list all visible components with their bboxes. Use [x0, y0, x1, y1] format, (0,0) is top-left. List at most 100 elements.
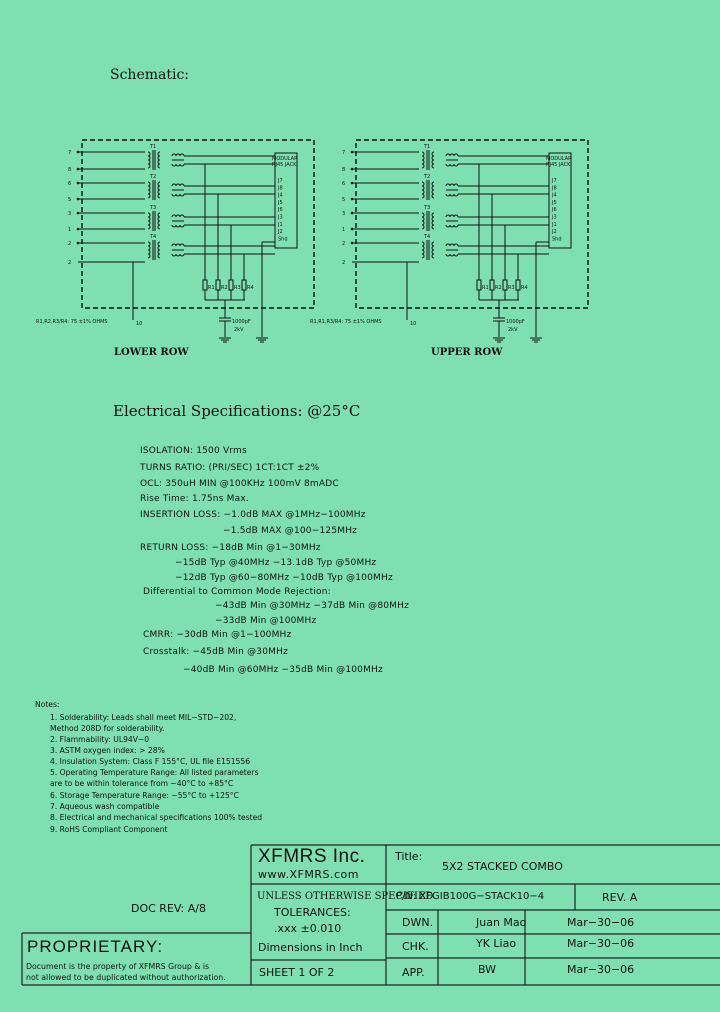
- checked-name: YK Liao: [476, 937, 517, 950]
- checked-role: CHK.: [402, 940, 429, 953]
- transformer-coil: [157, 151, 161, 157]
- transformer-coil: [431, 193, 435, 199]
- spec-line: −15dB Typ @40MHz −13.1dB Typ @50MHz: [175, 558, 377, 568]
- choke-coil: [449, 193, 455, 197]
- transformer-coil: [157, 159, 161, 165]
- jack-pin-label: J1: [277, 222, 283, 228]
- checked-date: Mar−30−06: [567, 937, 635, 950]
- jack-pin-label: J1: [551, 222, 557, 228]
- jack-pin-label: J3: [277, 215, 283, 221]
- spec-line: INSERTION LOSS: −1.0dB MAX @1MHz−100MHz: [140, 510, 366, 520]
- transformer-coil: [421, 249, 425, 255]
- choke-coil: [453, 153, 459, 157]
- resistor: [489, 279, 495, 291]
- transformer-coil: [421, 151, 425, 157]
- jack-pin-label: J5: [551, 200, 557, 206]
- pin-number: 7: [342, 150, 345, 156]
- jack-pin-label: J2: [277, 229, 283, 235]
- note-item: 7. Aqueous wash compatible: [50, 802, 160, 811]
- pin-number: 7: [68, 150, 71, 156]
- approved-name: BW: [478, 963, 497, 976]
- transformer-coil: [147, 193, 151, 199]
- proprietary-line-1: Document is the property of XFMRS Group …: [26, 962, 210, 971]
- note-item: 9. RoHS Compliant Component: [50, 825, 168, 834]
- proprietary-line-2: not allowed to be duplicated without aut…: [26, 973, 226, 982]
- transformer-coil: [147, 185, 151, 191]
- transformer-coil: [147, 224, 151, 230]
- transformer-coil: [157, 212, 161, 218]
- transformer-coil: [147, 159, 151, 165]
- pin-ten-label: 10: [410, 321, 416, 327]
- resistor-label: R3: [508, 285, 515, 291]
- pin-number: 2: [68, 241, 71, 247]
- transformer-coil: [431, 212, 435, 218]
- choke-coil: [453, 163, 459, 167]
- choke-coil: [171, 193, 177, 197]
- jack-pin-label: J8: [551, 185, 557, 191]
- choke-coil: [179, 253, 185, 257]
- transformer-coil: [147, 253, 151, 259]
- transformer-coil: [421, 155, 425, 161]
- jack-title: RJ45 JACK: [546, 162, 571, 168]
- resistor: [515, 279, 521, 291]
- capacitor-label: 2kV: [234, 327, 244, 333]
- resistor-label: R1: [208, 285, 215, 291]
- spec-line: −40dB Min @60MHz −35dB Min @100MHz: [183, 665, 383, 675]
- transformer-coil: [421, 245, 425, 251]
- note-item: Method 208D for solderability.: [50, 724, 165, 733]
- choke-coil: [171, 224, 177, 228]
- resistor-label: R4: [247, 285, 254, 291]
- approved-date: Mar−30−06: [567, 963, 635, 976]
- jack-title: MODULAR: [272, 156, 298, 162]
- choke-coil: [453, 214, 459, 218]
- choke-coil: [175, 224, 181, 228]
- capacitor-label: 1000pF: [506, 319, 525, 325]
- schematic-outline: [355, 139, 589, 309]
- approved-role: APP.: [402, 966, 425, 979]
- choke-coil: [179, 224, 185, 228]
- spec-line: TURNS RATIO: (PRI/SEC) 1CT:1CT ±2%: [140, 463, 320, 473]
- transformer-coil: [147, 249, 151, 255]
- jack-pin-label: J7: [277, 178, 283, 184]
- choke-coil: [171, 253, 177, 257]
- transformer-coil: [431, 216, 435, 222]
- transformer-coil: [157, 241, 161, 247]
- resistor-note: R1,R1,R3/R4: 75 ±1% OHMS: [310, 319, 382, 325]
- transformer-label: T4: [423, 234, 430, 240]
- transformer-coil: [431, 163, 435, 169]
- choke-coil: [175, 163, 181, 167]
- jack-title: RJ45 JACK: [272, 162, 297, 168]
- transformer-coil: [431, 224, 435, 230]
- drawn-role: DWN.: [402, 916, 434, 929]
- choke-coil: [445, 153, 451, 157]
- transformer-coil: [157, 163, 161, 169]
- transformer-coil: [431, 189, 435, 195]
- note-item: 5. Operating Temperature Range: All list…: [50, 768, 259, 777]
- transformer-coil: [157, 249, 161, 255]
- resistor-note: R1,R2,R3/R4: 75 ±1% OHMS: [36, 319, 108, 325]
- transformer-coil: [147, 212, 151, 218]
- proprietary-heading: PROPRIETARY:: [27, 937, 164, 956]
- transformer-label: T2: [149, 174, 156, 180]
- resistor-label: R2: [221, 285, 228, 291]
- schematic-title: Schematic:: [110, 67, 190, 83]
- spec-line: Rise Time: 1.75ns Max.: [140, 494, 249, 504]
- transformer-coil: [431, 241, 435, 247]
- pin-ten-label: 10: [136, 321, 142, 327]
- transformer-coil: [147, 163, 151, 169]
- choke-coil: [179, 214, 185, 218]
- transformer-label: T4: [149, 234, 156, 240]
- doc-rev: DOC REV: A/8: [131, 902, 206, 915]
- choke-coil: [175, 253, 181, 257]
- transformer-coil: [147, 216, 151, 222]
- resistor: [202, 279, 208, 291]
- transformer-coil: [157, 224, 161, 230]
- spec-line: Differential to Common Mode Rejection:: [143, 587, 331, 597]
- pin-number: 2: [68, 260, 71, 266]
- choke-coil: [453, 243, 459, 247]
- transformer-coil: [431, 181, 435, 187]
- spec-line: ISOLATION: 1500 Vrms: [140, 446, 247, 456]
- choke-coil: [445, 243, 451, 247]
- transformer-coil: [431, 220, 435, 226]
- spec-line: −1.5dB MAX @100−125MHz: [223, 526, 358, 536]
